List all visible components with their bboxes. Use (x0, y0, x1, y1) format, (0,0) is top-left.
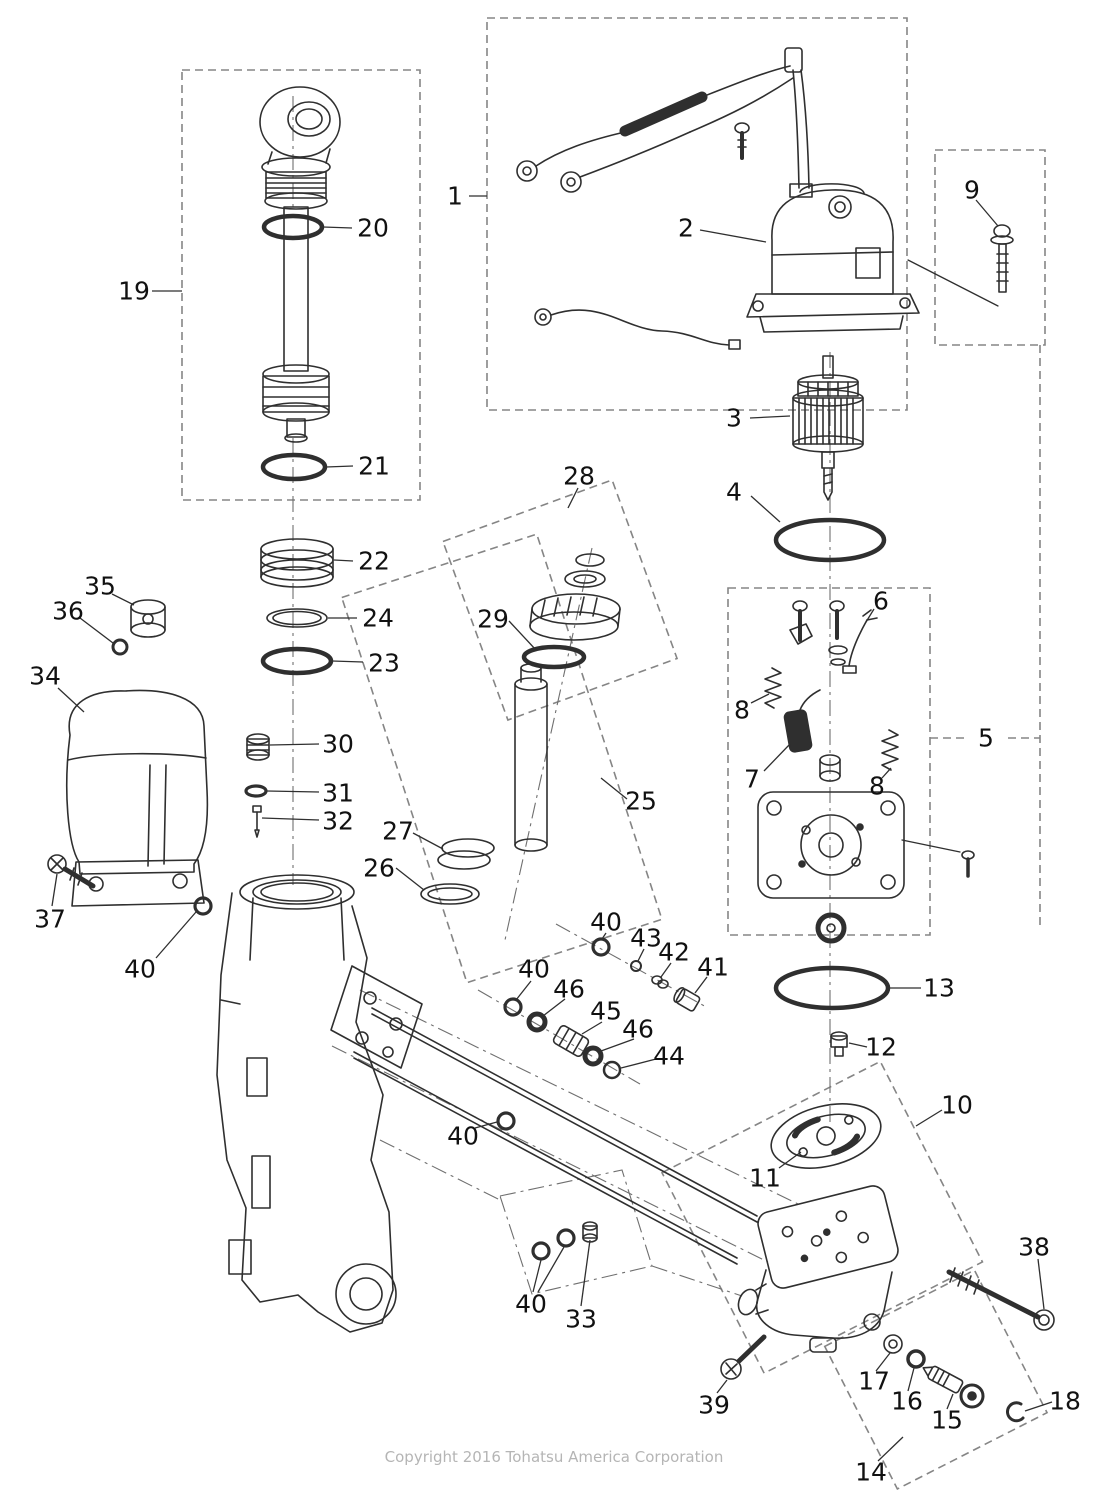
o-ring-4 (773, 517, 887, 563)
check-valve-parts (496, 937, 701, 1261)
copyright-text: Copyright 2016 Tohatsu America Corporati… (384, 1448, 724, 1466)
hydraulic-tubes (353, 1007, 758, 1265)
reservoir-assembly (47, 599, 209, 907)
screw-39 (720, 1334, 767, 1380)
group-boxes (181, 17, 1049, 1491)
valve-plug-parts (244, 733, 270, 838)
o-ring-13 (773, 965, 891, 1011)
center-lines (292, 96, 831, 1297)
cylinder-body (216, 874, 423, 1333)
cylinder-head-seals (260, 538, 334, 676)
valve-12 (830, 1031, 848, 1057)
o-ring-40-body (193, 896, 213, 916)
manifold-assembly (737, 1103, 899, 1353)
leader-lines (51, 195, 1053, 1462)
motor-assembly (516, 47, 920, 350)
bolt-38 (946, 1267, 1055, 1331)
trim-rod-assembly (420, 553, 621, 905)
bolt-9 (907, 224, 1014, 307)
o-ring-21 (260, 452, 328, 482)
armature (792, 355, 864, 501)
o-ring-20 (261, 213, 325, 241)
manual-valve-parts (883, 1334, 1025, 1423)
pump-valve-assembly (757, 600, 975, 944)
tilt-rod-assembly (259, 86, 341, 443)
